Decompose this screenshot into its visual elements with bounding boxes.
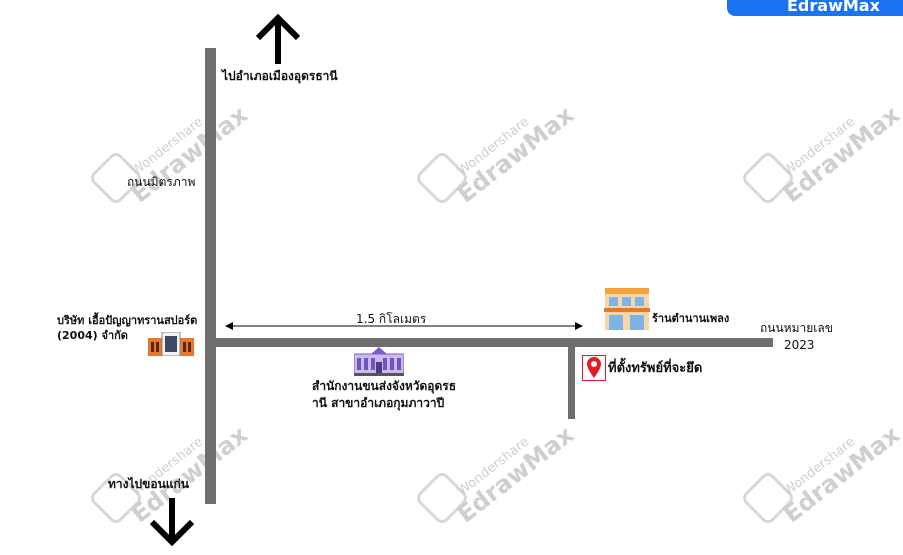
road-name-2023-line2: 2023 — [784, 338, 815, 352]
watermark: Wondershare EdrawMax — [770, 90, 903, 208]
side-road — [568, 346, 575, 419]
direction-north-label: ไปอำเภอเมืองอุดรธานี — [222, 69, 338, 83]
property-label: ที่ตั้งทรัพย์ที่จะยึด — [608, 361, 703, 376]
company-label-line2: (2004) จำกัด — [57, 329, 128, 342]
watermark: Wondershare EdrawMax — [444, 90, 579, 208]
shop-label: ร้านตำนานเพลง — [652, 312, 730, 325]
office-label-line2: านี สาขาอำเภอกุมภาวาปี — [312, 396, 445, 410]
road-name-mittraphap: ถนนมิตรภาพ — [127, 175, 196, 189]
office-label-line1: สำนักงานขนส่งจังหวัดอุดรธ — [312, 379, 457, 393]
distance-arrow — [225, 322, 583, 330]
direction-south-label: ทางไปขอนแก่น — [108, 477, 189, 491]
shop-building-icon — [604, 288, 650, 330]
distance-label: 1.5 กิโลเมตร — [356, 312, 427, 326]
road-mittraphap — [205, 48, 216, 504]
factory-building-icon — [148, 332, 194, 356]
edrawmax-badge: EdrawMax — [727, 0, 903, 16]
watermark: Wondershare EdrawMax — [444, 410, 579, 528]
brand-name: EdrawMax — [787, 0, 880, 15]
watermark: Wondershare EdrawMax — [770, 410, 903, 528]
arrow-up-icon — [255, 14, 301, 64]
arrow-down-icon — [149, 498, 195, 547]
office-building-icon — [354, 347, 404, 376]
road-name-2023-line1: ถนนหมายเลข — [760, 321, 833, 335]
company-label-line1: บริษัท เอื้อปัญญาทรานสปอร์ต — [57, 314, 198, 327]
road-2023 — [205, 338, 773, 347]
location-pin-icon — [582, 355, 606, 381]
